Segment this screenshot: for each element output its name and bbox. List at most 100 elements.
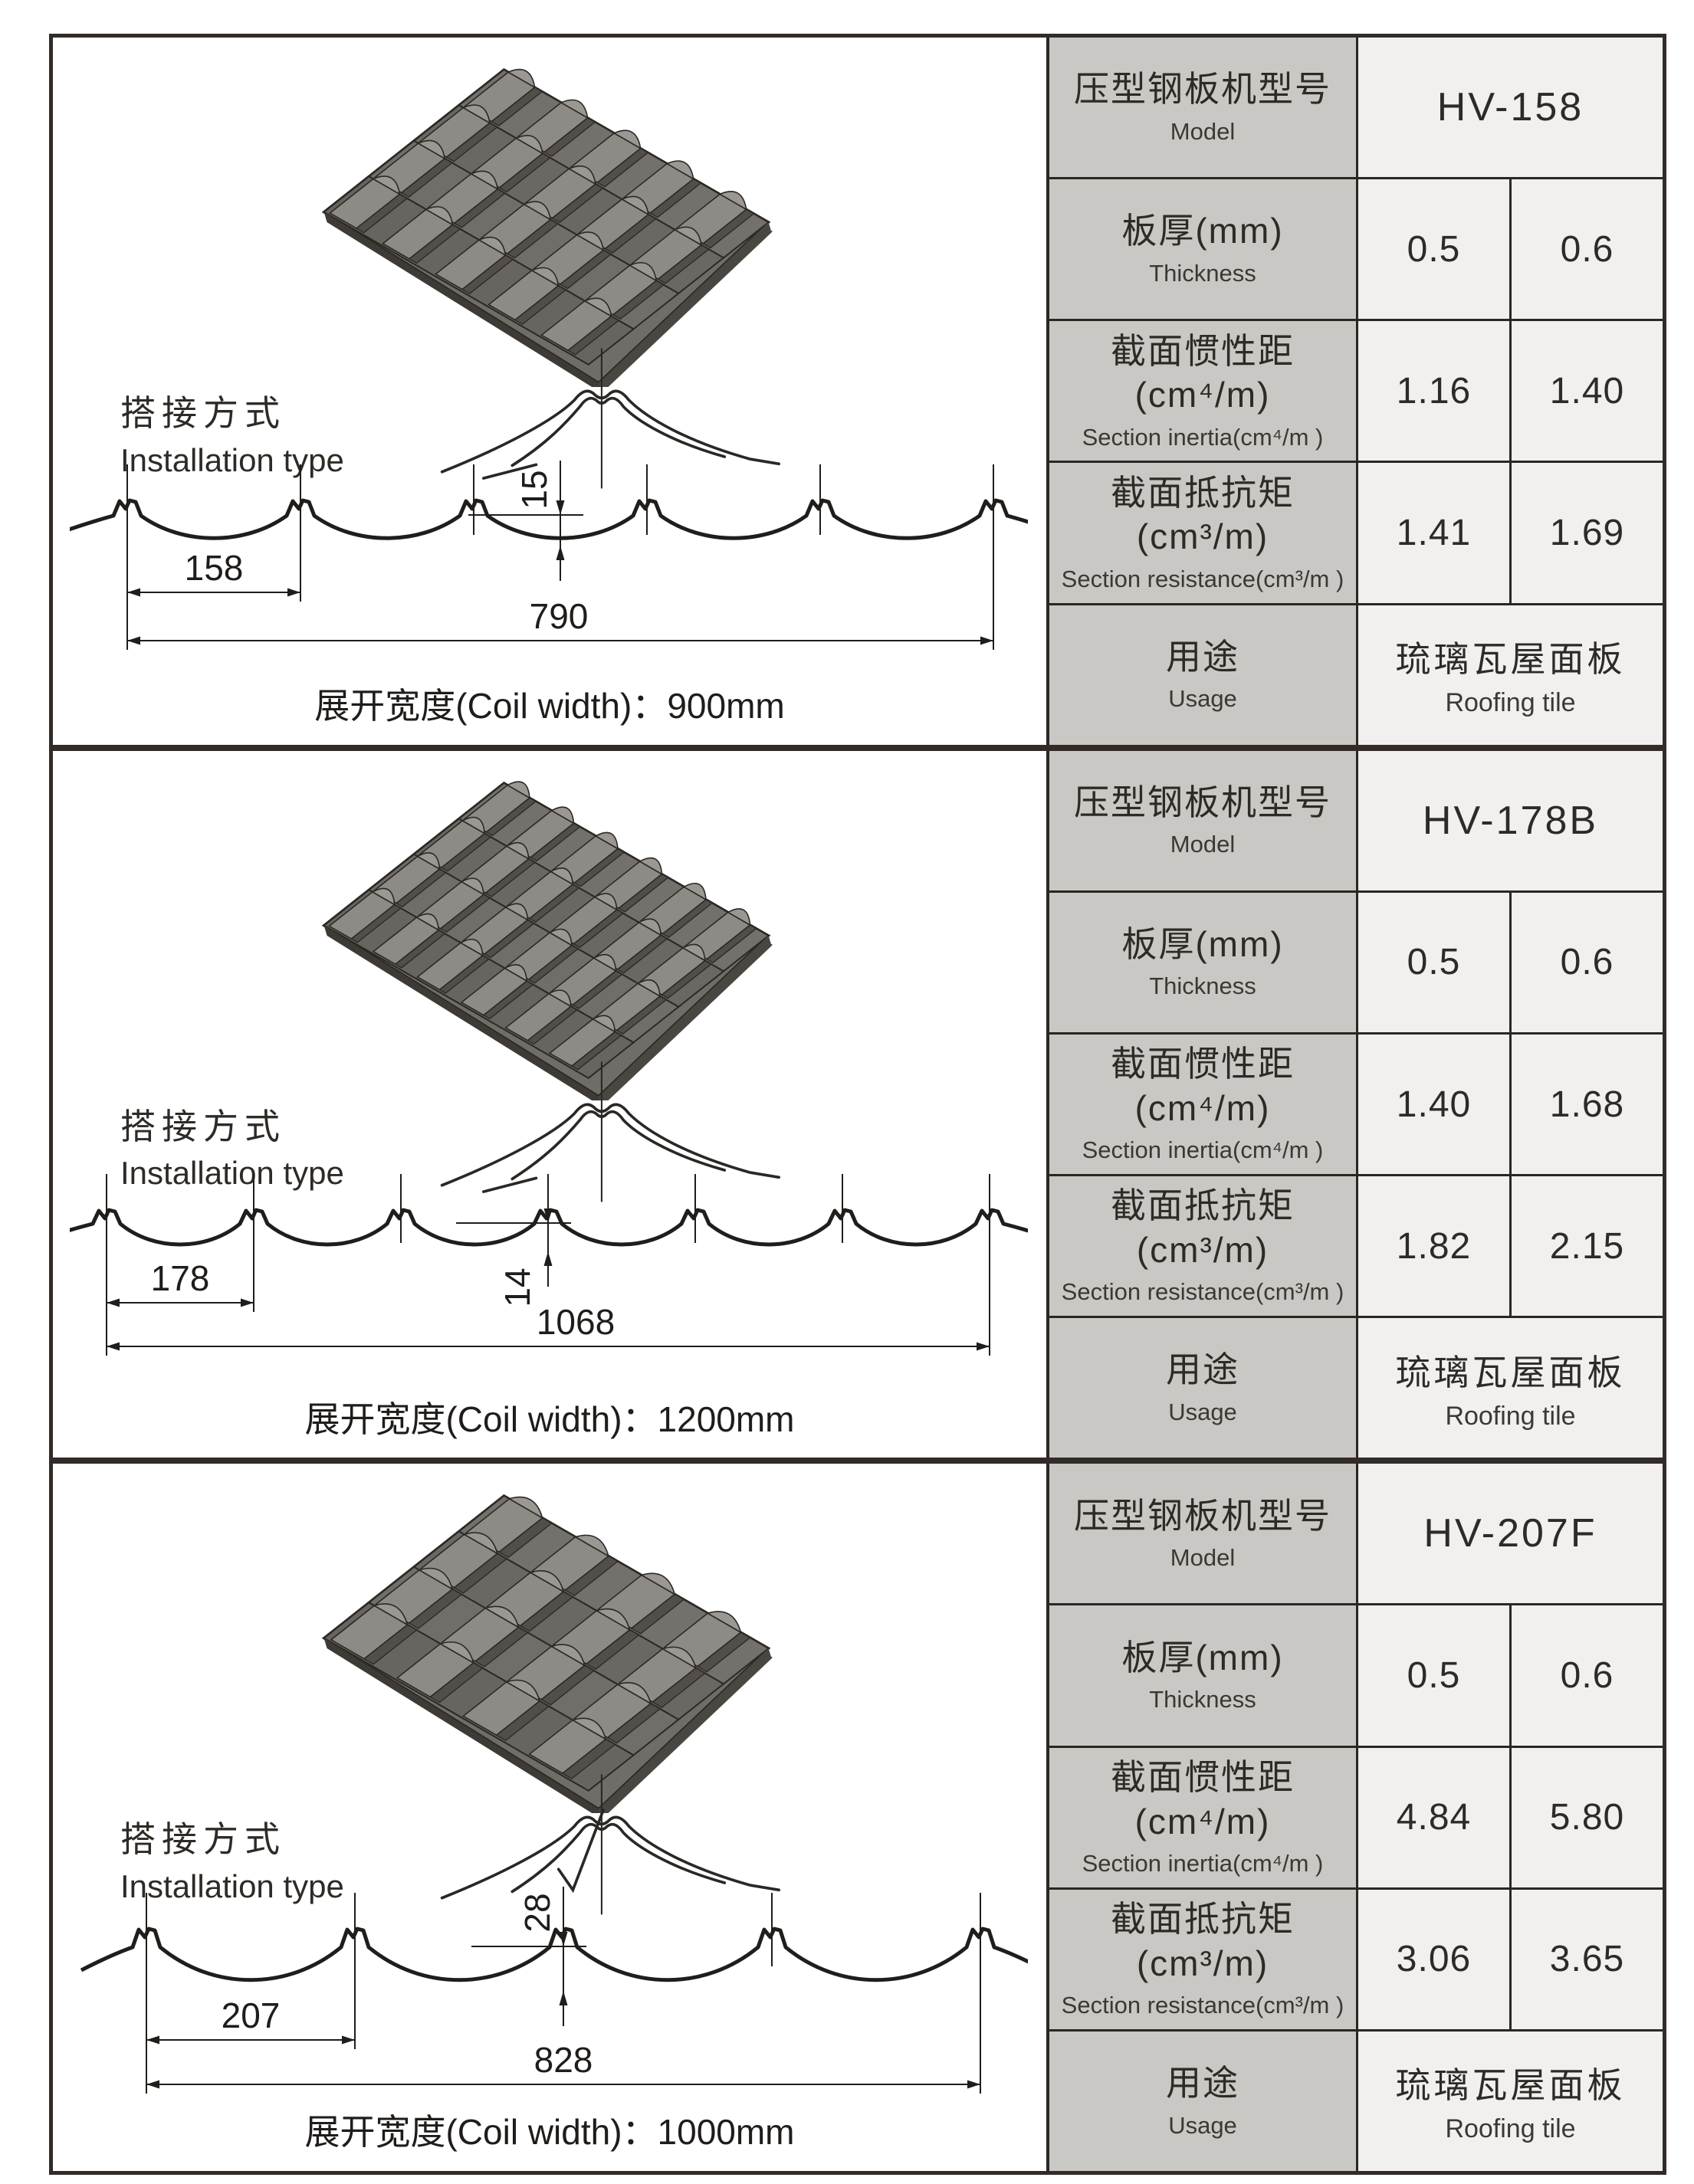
coil-width-note: 展开宽度(Coil width)：1200mm	[53, 1392, 1046, 1442]
installation-type-label-en: Installation type	[120, 441, 344, 478]
model-value: HV-207F	[1423, 1511, 1597, 1556]
model-value-cell: HV-207F	[1358, 1464, 1663, 1604]
thickness-value-2: 0.6	[1512, 892, 1663, 1032]
coil-width-value: 1000mm	[657, 2112, 795, 2153]
thickness-value-1: 0.5	[1358, 892, 1509, 1032]
inertia-value-2: 1.68	[1512, 1034, 1663, 1175]
installation-type-label: 搭接方式 Installation type	[120, 392, 412, 480]
thickness-value-2: 0.6	[1512, 179, 1663, 320]
inertia-label-en: Section inertia(cm⁴/m )	[1082, 1850, 1324, 1877]
usage-label-cell: 用途 Usage	[1049, 1318, 1356, 1458]
usage-label-cell: 用途 Usage	[1049, 2031, 1356, 2171]
dim-height: 28	[517, 1894, 557, 1933]
thickness-label-en: Thickness	[1149, 259, 1256, 287]
usage-label-cell: 用途 Usage	[1049, 605, 1356, 745]
thickness-value-1: 0.5	[1358, 1605, 1509, 1746]
inertia-label-en: Section inertia(cm⁴/m )	[1082, 1136, 1324, 1164]
installation-type-diagram	[440, 1774, 780, 1915]
resistance-value-1: 1.41	[1358, 463, 1509, 603]
inertia-label-cell: 截面惯性距(cm⁴/m) Section inertia(cm⁴/m )	[1049, 1034, 1356, 1175]
installation-type-label: 搭接方式 Installation type	[120, 1818, 412, 1907]
installation-type-label-zh: 搭接方式	[120, 1106, 286, 1146]
spec-table: 压型钢板机型号 Model HV-178B 板厚(mm) Thickness 0…	[1046, 750, 1663, 1458]
thickness-label-en: Thickness	[1149, 972, 1256, 1000]
cross-section-profile: 158 15 790	[70, 461, 1028, 650]
thickness-label-cell: 板厚(mm) Thickness	[1049, 892, 1356, 1032]
dim-height: 15	[514, 470, 554, 509]
model-label-cell: 压型钢板机型号 Model	[1049, 1464, 1356, 1604]
model-label-en: Model	[1170, 1544, 1236, 1571]
drawing-panel: 搭接方式 Installation type 207 28 828 展开宽度(C…	[53, 1464, 1046, 2172]
resistance-label-cell: 截面抵抗矩(cm³/m) Section resistance(cm³/m )	[1049, 1176, 1356, 1317]
resistance-value-2: 2.15	[1512, 1176, 1663, 1317]
thickness-value-1: 0.5	[1358, 179, 1509, 320]
dim-total: 828	[534, 2040, 593, 2080]
roof-tile-3d-image	[321, 781, 773, 1100]
coil-width-label: 展开宽度(Coil width)：	[314, 686, 668, 726]
installation-type-label-zh: 搭接方式	[120, 393, 286, 433]
coil-width-note: 展开宽度(Coil width)：1000mm	[53, 2104, 1046, 2155]
thickness-label-en: Thickness	[1149, 1686, 1256, 1713]
model-value-cell: HV-178B	[1358, 750, 1663, 890]
usage-value-cell: 琉璃瓦屋面板 Roofing tile	[1358, 1318, 1663, 1458]
dim-height: 14	[497, 1267, 537, 1307]
cross-section-profile: 207 28 828	[80, 1887, 1028, 2094]
thickness-label-zh: 板厚(mm)	[1121, 211, 1284, 251]
inertia-value-1: 1.40	[1358, 1034, 1509, 1175]
coil-width-label: 展开宽度(Coil width)：	[304, 1399, 658, 1439]
usage-value-en: Roofing tile	[1445, 2114, 1576, 2144]
roof-tile-3d-image	[321, 1494, 773, 1814]
product-section-hv178b: 搭接方式 Installation type 178 14 1068 展开宽度(…	[53, 750, 1663, 1458]
inertia-label-en: Section inertia(cm⁴/m )	[1082, 423, 1324, 451]
inertia-label-zh: 截面惯性距(cm⁴/m)	[1111, 330, 1295, 415]
coil-width-value: 1200mm	[657, 1399, 795, 1439]
inertia-value-1: 4.84	[1358, 1747, 1509, 1887]
thickness-label-cell: 板厚(mm) Thickness	[1049, 1605, 1356, 1746]
inertia-label-zh: 截面惯性距(cm⁴/m)	[1111, 1044, 1295, 1128]
installation-type-diagram	[440, 348, 780, 489]
usage-value-en: Roofing tile	[1445, 1401, 1576, 1431]
resistance-label-cell: 截面抵抗矩(cm³/m) Section resistance(cm³/m )	[1049, 1889, 1356, 2029]
resistance-value-1: 3.06	[1358, 1889, 1509, 2029]
spec-table: 压型钢板机型号 Model HV-158 板厚(mm) Thickness 0.…	[1046, 38, 1663, 745]
spec-table: 压型钢板机型号 Model HV-207F 板厚(mm) Thickness 0…	[1046, 1464, 1663, 2172]
page-frame: 搭接方式 Installation type 158 15 790 展开宽度(C…	[49, 34, 1666, 2175]
drawing-panel: 搭接方式 Installation type 158 15 790 展开宽度(C…	[53, 38, 1046, 745]
model-label-en: Model	[1170, 117, 1236, 145]
inertia-label-cell: 截面惯性距(cm⁴/m) Section inertia(cm⁴/m )	[1049, 1747, 1356, 1887]
installation-type-label: 搭接方式 Installation type	[120, 1105, 412, 1194]
section-divider	[53, 744, 1663, 751]
usage-value-zh: 琉璃瓦屋面板	[1395, 2065, 1626, 2106]
product-section-hv158: 搭接方式 Installation type 158 15 790 展开宽度(C…	[53, 38, 1663, 745]
roof-tile-3d-image	[321, 67, 773, 387]
usage-label-en: Usage	[1168, 685, 1237, 713]
resistance-value-2: 1.69	[1512, 463, 1663, 603]
model-label-cell: 压型钢板机型号 Model	[1049, 38, 1356, 178]
dim-pitch: 178	[151, 1258, 210, 1298]
resistance-label-en: Section resistance(cm³/m )	[1061, 1278, 1344, 1306]
section-divider	[53, 1458, 1663, 1464]
usage-label-en: Usage	[1168, 2111, 1237, 2139]
resistance-value-2: 3.65	[1512, 1889, 1663, 2029]
coil-width-label: 展开宽度(Coil width)：	[304, 2112, 658, 2153]
usage-value-zh: 琉璃瓦屋面板	[1395, 639, 1626, 680]
inertia-label-zh: 截面惯性距(cm⁴/m)	[1111, 1757, 1295, 1841]
model-label-en: Model	[1170, 831, 1236, 858]
inertia-value-2: 5.80	[1512, 1747, 1663, 1887]
resistance-label-zh: 截面抵抗矩(cm³/m)	[1111, 472, 1295, 557]
installation-type-label-en: Installation type	[120, 1155, 344, 1192]
dim-pitch: 207	[222, 1995, 281, 2035]
usage-label-zh: 用途	[1166, 1349, 1239, 1390]
installation-type-label-en: Installation type	[120, 1868, 344, 1904]
resistance-value-1: 1.82	[1358, 1176, 1509, 1317]
dim-total: 1068	[537, 1302, 615, 1342]
usage-value-cell: 琉璃瓦屋面板 Roofing tile	[1358, 2031, 1663, 2171]
installation-type-diagram	[440, 1061, 780, 1202]
model-label-zh: 压型钢板机型号	[1074, 782, 1331, 822]
usage-value-cell: 琉璃瓦屋面板 Roofing tile	[1358, 605, 1663, 745]
coil-width-value: 900mm	[667, 686, 785, 726]
resistance-label-zh: 截面抵抗矩(cm³/m)	[1111, 1185, 1295, 1270]
inertia-value-1: 1.16	[1358, 321, 1509, 461]
cross-section-profile: 178 14 1068	[70, 1173, 1028, 1356]
